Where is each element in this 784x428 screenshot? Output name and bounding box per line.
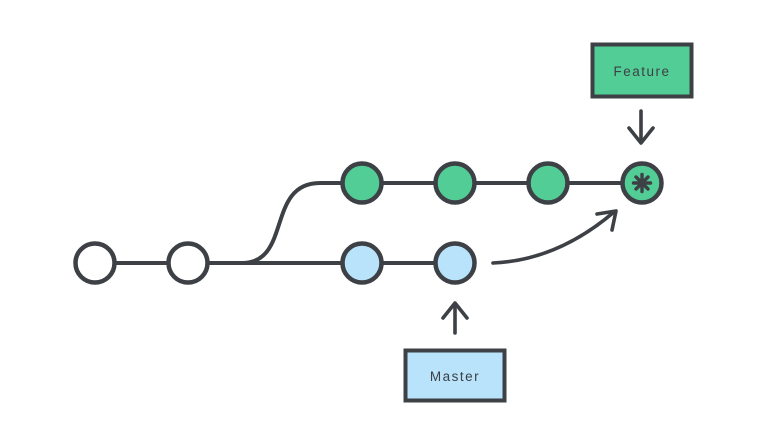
asterisk-icon [631, 172, 653, 194]
commit-node-master-3 [340, 241, 384, 285]
commit-node-master-4 [433, 241, 477, 285]
arrow-down-icon [627, 109, 655, 145]
asterisk-center-dot [638, 179, 646, 187]
commit-node-feature-1 [340, 161, 384, 205]
feature-label: Feature [613, 64, 670, 79]
merge-arrow [491, 209, 618, 265]
feature-label-box [590, 42, 694, 99]
master-label-group: Master [403, 301, 507, 403]
feature-branch-line [240, 181, 643, 265]
commit-node-feature-3 [526, 161, 570, 205]
commit-node-master-2 [166, 241, 210, 285]
master-label: Master [430, 369, 480, 384]
arrow-up-head [441, 301, 469, 320]
commit-node-master-1 [73, 241, 117, 285]
merge-arrow-tail [491, 210, 616, 265]
commit-node-feature-2 [433, 161, 477, 205]
arrow-down-head [627, 126, 655, 145]
feature-label-group: Feature [590, 42, 694, 145]
merge-arrowhead-icon [595, 209, 618, 232]
arrow-up-icon [441, 301, 469, 335]
master-label-box [403, 348, 507, 403]
